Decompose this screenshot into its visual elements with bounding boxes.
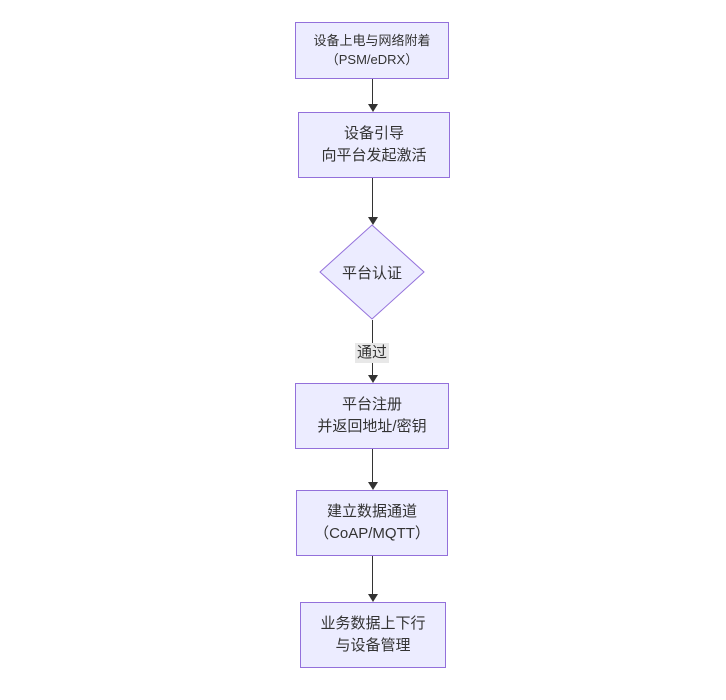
decision-label: 平台认证 bbox=[341, 264, 402, 282]
node-platform-auth-decision: 平台认证 bbox=[319, 224, 425, 320]
node-text-line: （PSM/eDRX） bbox=[325, 51, 419, 67]
edge-line bbox=[372, 79, 373, 104]
node-text-line: 并返回地址/密钥 bbox=[317, 418, 427, 435]
edge-line bbox=[372, 556, 373, 594]
node-bootstrap: 设备引导 向平台发起激活 bbox=[298, 112, 450, 178]
edge-label-pass: 通过 bbox=[354, 343, 390, 363]
diamond-shape bbox=[319, 224, 425, 320]
diamond-outline bbox=[319, 224, 425, 320]
arrowhead-down-icon bbox=[367, 104, 378, 112]
edge-register-to-channel bbox=[367, 449, 378, 490]
arrowhead-down-icon bbox=[367, 375, 378, 383]
edge-line bbox=[372, 449, 373, 482]
arrowhead-down-icon bbox=[367, 217, 378, 225]
arrowhead-down-icon bbox=[367, 594, 378, 602]
node-text-line: 建立数据通道 bbox=[326, 503, 417, 521]
edge-line bbox=[372, 178, 373, 217]
node-data-channel: 建立数据通道 （CoAP/MQTT） bbox=[296, 490, 448, 556]
edge-channel-to-business bbox=[367, 556, 378, 602]
edge-bootstrap-to-auth bbox=[367, 178, 378, 225]
node-text-line: 业务数据上下行 bbox=[320, 615, 426, 633]
node-text-line: 设备引导 bbox=[343, 125, 404, 143]
node-text-line: 与设备管理 bbox=[335, 637, 411, 654]
node-text-line: （CoAP/MQTT） bbox=[314, 525, 430, 542]
node-text-line: 向平台发起激活 bbox=[321, 147, 427, 164]
node-platform-register: 平台注册 并返回地址/密钥 bbox=[295, 383, 449, 449]
node-text-line: 平台注册 bbox=[341, 396, 402, 414]
node-power-attach: 设备上电与网络附着 （PSM/eDRX） bbox=[295, 22, 449, 79]
node-text-line: 设备上电与网络附着 bbox=[313, 32, 431, 48]
edge-power-to-bootstrap bbox=[367, 79, 378, 112]
arrowhead-down-icon bbox=[367, 482, 378, 490]
node-business-data: 业务数据上下行 与设备管理 bbox=[300, 602, 446, 668]
